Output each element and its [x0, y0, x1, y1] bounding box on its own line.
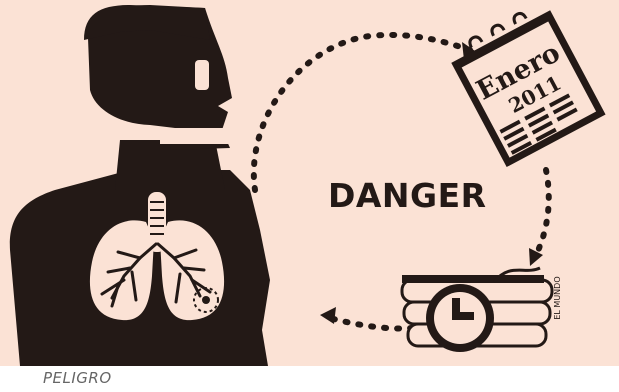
illustration-panel: Enero 2011 DANGER EL MUNDO: [0, 0, 619, 366]
danger-title: DANGER: [328, 176, 487, 215]
illustration-svg: Enero 2011: [0, 0, 619, 366]
credit-label: EL MUNDO: [553, 268, 562, 328]
mouth: [160, 128, 232, 144]
eye: [195, 60, 209, 90]
calendar-icon: Enero 2011: [446, 0, 606, 167]
time-bomb-icon: [402, 268, 552, 352]
caption: PELIGRO: [43, 369, 112, 387]
